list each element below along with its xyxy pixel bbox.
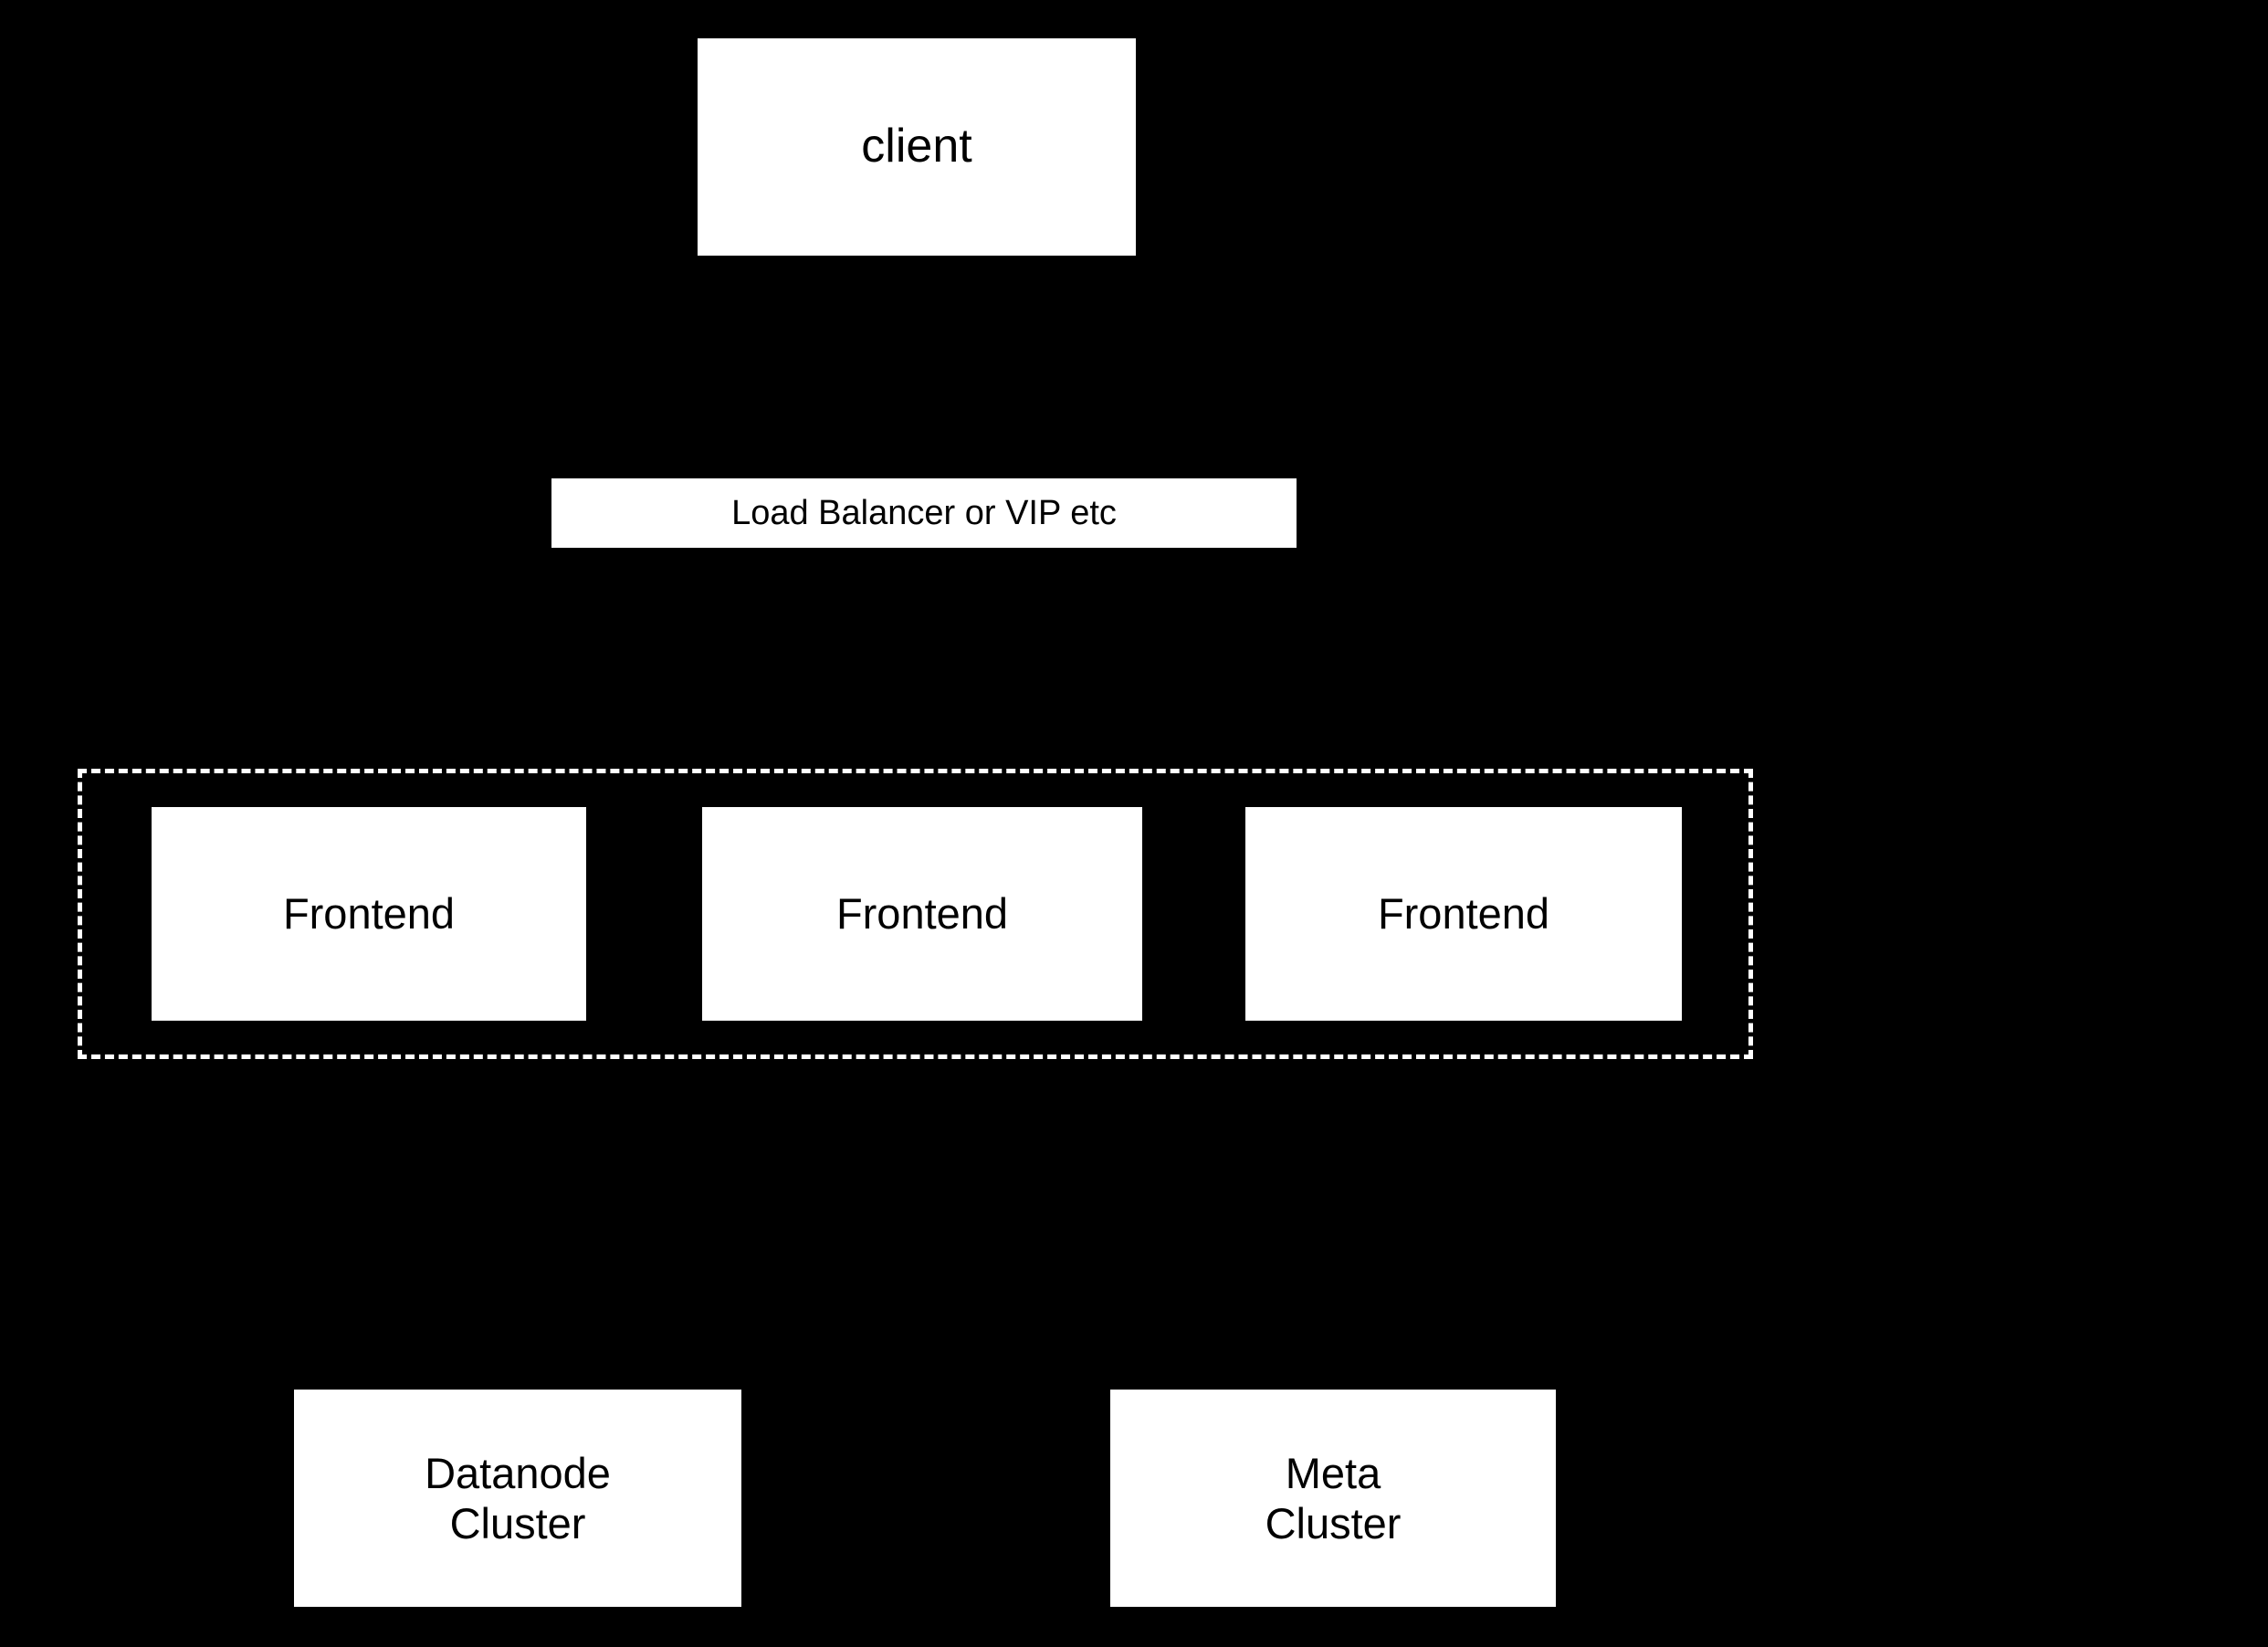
client-node[interactable]: client <box>698 38 1136 256</box>
client-node-label: client <box>861 120 972 173</box>
load-balancer-node-label: Load Balancer or VIP etc <box>731 493 1117 532</box>
datanode-cluster-node[interactable]: Datanode Cluster <box>294 1390 741 1607</box>
frontend-node-3-label: Frontend <box>1377 889 1550 939</box>
frontend-node-1-label: Frontend <box>282 889 456 939</box>
frontend-node-2-label: Frontend <box>835 889 1009 939</box>
meta-cluster-node[interactable]: Meta Cluster <box>1110 1390 1556 1607</box>
load-balancer-node[interactable]: Load Balancer or VIP etc <box>551 478 1297 548</box>
frontend-node-1[interactable]: Frontend <box>148 803 590 1024</box>
frontend-node-3[interactable]: Frontend <box>1242 803 1685 1024</box>
frontend-node-2[interactable]: Frontend <box>698 803 1146 1024</box>
datanode-cluster-node-label: Datanode Cluster <box>425 1448 611 1547</box>
meta-cluster-node-label: Meta Cluster <box>1265 1448 1402 1547</box>
